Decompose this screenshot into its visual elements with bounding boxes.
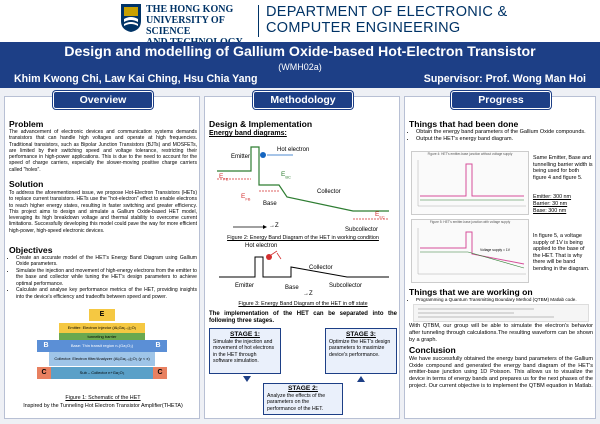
fig2-z-label: →Z — [269, 223, 279, 229]
qtbm-waveform — [418, 308, 554, 318]
fig2-base-label: Base — [263, 201, 277, 207]
objectives-title: Objectives — [9, 245, 53, 255]
figure4-band-curve — [417, 160, 526, 207]
authors: Khim Kwong Chi, Law Kai Ching, Hsu Chia … — [14, 73, 258, 85]
university-logo: THE HONG KONG UNIVERSITY OF SCIENCE AND … — [120, 3, 256, 48]
objective-item: Create an accurate model of the HET's En… — [16, 255, 197, 268]
fig2-subcollector-label: Subcollector — [345, 227, 379, 233]
base-layer: Base: Thin transit region n-(Ga₂O₃) — [55, 340, 149, 352]
header-divider — [258, 5, 259, 37]
collector-contact: C — [37, 367, 51, 379]
stage2-box: STAGE 2: Analyze the effects of the para… — [263, 383, 343, 415]
working-text: With QTBM, our group will be able to sim… — [409, 323, 593, 343]
stage2-text: Analyze the effects of the parameters on… — [267, 393, 326, 412]
emitter-layer: Emitter: Electron injector (AlₓGa₁₋ₓ)₂O₃ — [59, 323, 145, 333]
het-schematic: E Emitter: Electron injector (AlₓGa₁₋ₓ)₂… — [37, 309, 167, 399]
progress-column: Progress Things that had been done Obtai… — [404, 91, 596, 419]
figure1-caption: Figure 1: Schematic of the HET — [65, 395, 141, 401]
emitter-contact: E — [89, 309, 115, 321]
barrier-width: Barrier: 30 nm — [533, 201, 568, 207]
solution-title: Solution — [9, 179, 44, 189]
fig3-base-label: Base — [285, 285, 299, 291]
base-contact-right: B — [149, 340, 167, 352]
conclusion-text: We have successfully obtained the energy… — [409, 356, 593, 389]
figure5-plot: Figure 5: HET's emitter-base junction wi… — [411, 219, 529, 283]
fig2-efb-label: EFB — [241, 193, 251, 202]
collector-contact-right: C — [153, 367, 167, 379]
stage2-title: STAGE 2: — [288, 385, 318, 392]
fig2-ebc-label: EBC — [281, 171, 291, 180]
conclusion-title: Conclusion — [409, 345, 456, 355]
emitter-width: Emitter: 300 nm — [533, 194, 572, 200]
figure1-note: Inspired by the Tunneling Hot Electron T… — [23, 403, 183, 409]
figure5-title: Figure 5: HET's emitter-base junction wi… — [429, 220, 511, 224]
methodology-heading: Methodology — [253, 91, 353, 109]
fig3-emitter-label: Emitter — [235, 283, 255, 289]
barrier-layer: tunneling barrier — [59, 333, 145, 340]
base-width: Base: 300 nm — [533, 208, 567, 214]
done-item: Obtain the energy band parameters of the… — [416, 129, 593, 136]
fig3-subcollector-label: Subcollector — [329, 283, 363, 289]
university-crest-icon — [121, 4, 141, 32]
overview-heading: Overview — [53, 91, 153, 109]
stage2-to-stage3-arrow — [357, 376, 365, 382]
figure4-plot: Figure 4: HET's emitter-base junction wi… — [411, 151, 529, 215]
base-contact: B — [37, 340, 55, 352]
problem-title: Problem — [9, 119, 44, 129]
fig3-z-label: →Z — [303, 291, 313, 297]
energy-band-diagram-working — [217, 146, 389, 229]
figure5-band-curve — [417, 228, 526, 275]
done-title: Things that had been done — [409, 119, 519, 129]
collector-layer: Collector: Electron filter/Analyzer (Alᵧ… — [49, 352, 155, 366]
energy-band-title: Energy band diagrams: — [209, 130, 287, 137]
working-title: Things that we are working on — [409, 287, 533, 297]
figure3-caption: Figure 3: Energy Band Diagram of the HET… — [238, 301, 368, 307]
stage1-title: STAGE 1: — [230, 331, 260, 338]
fig2-efc-label: EFC — [375, 211, 385, 220]
stage3-text: Optimize the HET's design parameters to … — [329, 339, 391, 358]
overview-column: Overview Problem The advancement of elec… — [4, 91, 200, 419]
objectives-list: Create an accurate model of the HET's En… — [9, 255, 197, 301]
stage1-to-stage2-arrow — [243, 376, 251, 382]
project-code: (WMH02a) — [278, 62, 322, 72]
subcollector-layer: Sub – Collector n+Ga₂O₃ — [51, 367, 153, 379]
done-item: Output the HET's energy band diagram. — [416, 136, 593, 143]
solution-text: To address the aforementioned issue, we … — [9, 190, 197, 234]
stage3-box: STAGE 3: Optimize the HET's design param… — [325, 328, 397, 374]
energy-band-diagram-off — [219, 250, 389, 278]
design-title: Design & Implementation — [209, 119, 313, 129]
voltage-text: In figure 5, a voltage supply of 1V is b… — [533, 233, 590, 272]
fig2-emitter-label: Emitter — [231, 154, 251, 160]
department-name: DEPARTMENT OF ELECTRONIC & COMPUTER ENGI… — [266, 4, 508, 36]
poster-header: THE HONG KONG UNIVERSITY OF SCIENCE AND … — [0, 0, 600, 48]
fig2-hot-electron-label: Hot electron — [277, 147, 310, 153]
poster-title: Design and modelling of Gallium Oxide-ba… — [64, 44, 536, 60]
working-item: Programming a Quantum Transmitting Bound… — [416, 297, 593, 303]
problem-text: The advancement of electronic devices an… — [9, 129, 197, 173]
fig3-collector-label: Collector — [309, 265, 333, 271]
objective-item: Simulate the injection and movement of h… — [16, 268, 197, 287]
title-banner — [0, 42, 600, 88]
fig-dimension-text: Same Emitter, Base and tunnelling barrie… — [533, 155, 593, 181]
stage1-text: Simulate the injection and movement of h… — [213, 339, 275, 365]
fig2-collector-label: Collector — [317, 189, 341, 195]
progress-heading: Progress — [451, 91, 551, 109]
figure2-caption: Figure 2: Energy Band Diagram of the HET… — [227, 235, 379, 241]
methodology-column: Methodology Design & Implementation Ener… — [204, 91, 400, 419]
qtbm-code-preview — [413, 304, 589, 322]
done-list: Obtain the energy band parameters of the… — [409, 129, 593, 143]
voltage-annotation: Voltage supply = 1V — [480, 248, 511, 252]
stages-intro: The implementation of the HET can be sep… — [209, 311, 397, 325]
fig2-efe-label: EFE — [219, 173, 229, 182]
stage1-box: STAGE 1: Simulate the injection and move… — [209, 328, 281, 374]
working-list: Programming a Quantum Transmitting Bound… — [409, 297, 593, 304]
objective-item: Calculate and analyse key performance me… — [16, 287, 197, 300]
stage3-title: STAGE 3: — [346, 331, 376, 338]
fig3-hot-electron-label: Hot electron — [245, 243, 278, 249]
supervisor: Supervisor: Prof. Wong Man Hoi — [423, 73, 586, 85]
figure4-title: Figure 4: HET's emitter-base junction wi… — [427, 152, 513, 156]
